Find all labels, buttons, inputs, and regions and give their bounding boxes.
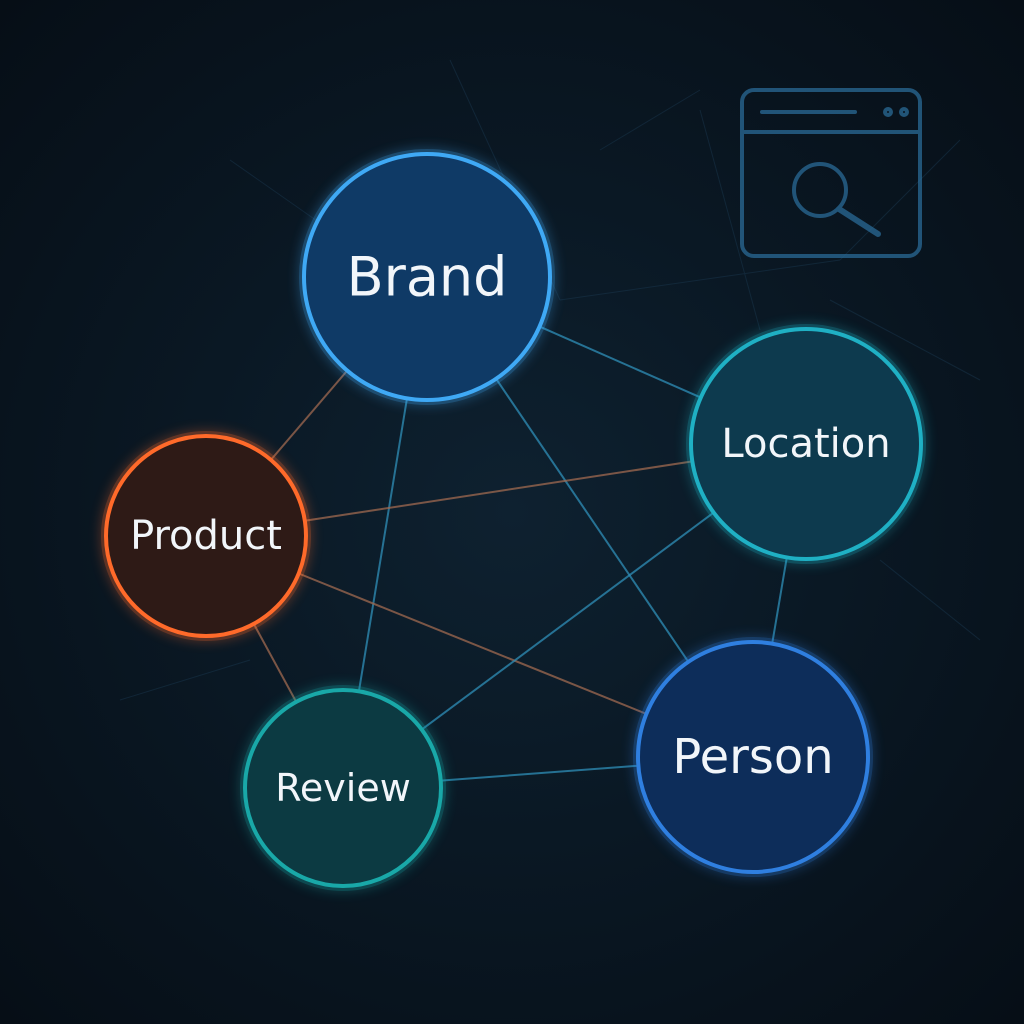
node-brand-label: Brand [347, 246, 508, 309]
node-product: Product [101, 431, 311, 641]
node-person-circle [636, 640, 870, 874]
node-review: Review [240, 685, 446, 891]
edge-location-person [771, 557, 788, 644]
browser-search-icon [740, 88, 922, 258]
node-location: Location [686, 324, 926, 564]
edge-product-review [252, 623, 298, 703]
node-location-label: Location [721, 421, 890, 467]
node-product-circle [104, 434, 308, 638]
edge-brand-review [357, 398, 408, 692]
node-person: Person [633, 637, 873, 877]
node-review-label: Review [275, 766, 411, 810]
edge-brand-location [539, 325, 702, 399]
node-product-label: Product [130, 513, 282, 559]
edge-brand-product [270, 369, 348, 461]
node-location-circle [689, 327, 923, 561]
graph-edges [252, 325, 788, 782]
node-review-circle [243, 688, 443, 888]
edge-review-person [440, 764, 639, 782]
node-brand: Brand [299, 149, 555, 405]
edge-brand-person [495, 378, 690, 663]
edge-product-location [304, 460, 693, 522]
edge-location-review [421, 511, 715, 731]
node-brand-circle [302, 152, 552, 402]
edge-product-person [298, 572, 647, 715]
node-person-label: Person [672, 729, 833, 785]
